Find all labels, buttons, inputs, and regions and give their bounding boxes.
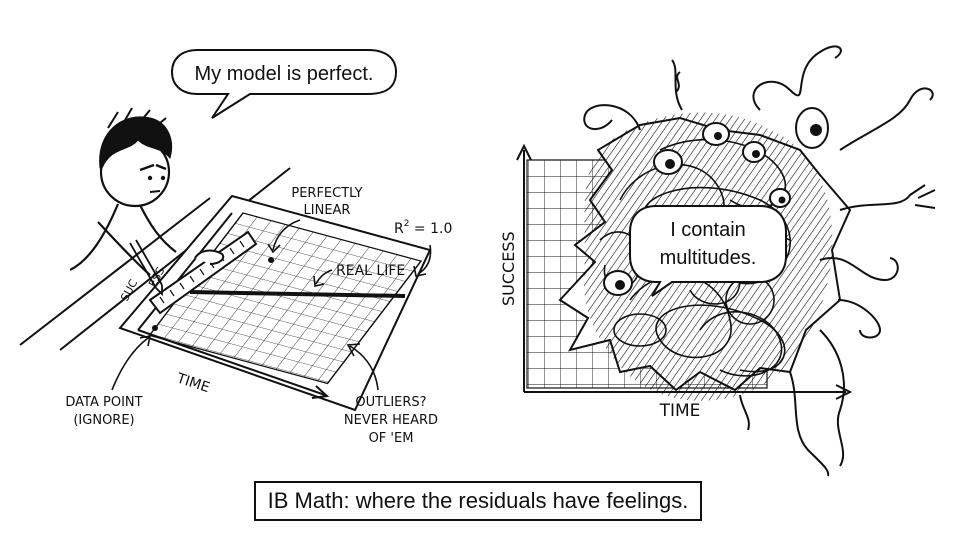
- annotation-data-point-arrow: [111, 334, 152, 391]
- left-panel: SUC ESS: [19, 49, 452, 446]
- annotation-ignore: (IGNORE): [73, 413, 134, 428]
- left-x-axis: [137, 329, 326, 396]
- right-axis-success-label: SUCCESS: [499, 231, 518, 306]
- annotation-real-life: REAL LIFE: [336, 263, 405, 279]
- monster-eyes: [603, 107, 829, 296]
- annotation-outliers-arrow: [346, 343, 379, 391]
- person-figure: [69, 107, 225, 297]
- speech-bubble-line-1: I contain: [670, 219, 746, 241]
- monster-tentacles: [583, 45, 936, 477]
- speech-bubble-model: My model is perfect.: [170, 49, 398, 119]
- left-x-axis-arrow: [311, 385, 330, 399]
- annotation-linear: LINEAR: [304, 203, 351, 218]
- annotation-real-life-arrow: [313, 269, 333, 287]
- ruler: [148, 230, 258, 315]
- annotation-never-heard: NEVER HEARD: [344, 413, 438, 428]
- right-axis-time-label: TIME: [659, 401, 701, 421]
- annotation-r-squared: R2 = 1.0: [394, 219, 452, 237]
- caption-text: IB Math: where the residuals have feelin…: [267, 488, 689, 513]
- perfect-fit-line: [189, 290, 406, 298]
- data-point-marker: [268, 257, 274, 263]
- ignored-data-point-marker: [152, 325, 158, 331]
- left-axis-time-label: TIME: [174, 370, 212, 396]
- right-panel: SUCCESS TIME: [499, 45, 936, 477]
- speech-bubble-model-text: My model is perfect.: [195, 63, 374, 85]
- annotation-perfectly-arrow: [267, 219, 301, 254]
- left-y-axis: [137, 212, 233, 331]
- table-edge: [19, 167, 291, 351]
- annotation-of-em: OF 'EM: [369, 431, 414, 446]
- speech-bubble-multitudes: I contain multitudes.: [629, 205, 787, 297]
- annotation-perfectly: PERFECTLY: [291, 186, 362, 201]
- annotation-data-point: DATA POINT: [65, 395, 142, 410]
- right-y-axis: [516, 143, 532, 392]
- caption-box: IB Math: where the residuals have feelin…: [254, 481, 702, 521]
- annotation-outliers: OUTLIERS?: [355, 395, 426, 410]
- annotation-r-squared-arrow: [413, 244, 432, 277]
- speech-bubble-line-2: multitudes.: [660, 247, 757, 269]
